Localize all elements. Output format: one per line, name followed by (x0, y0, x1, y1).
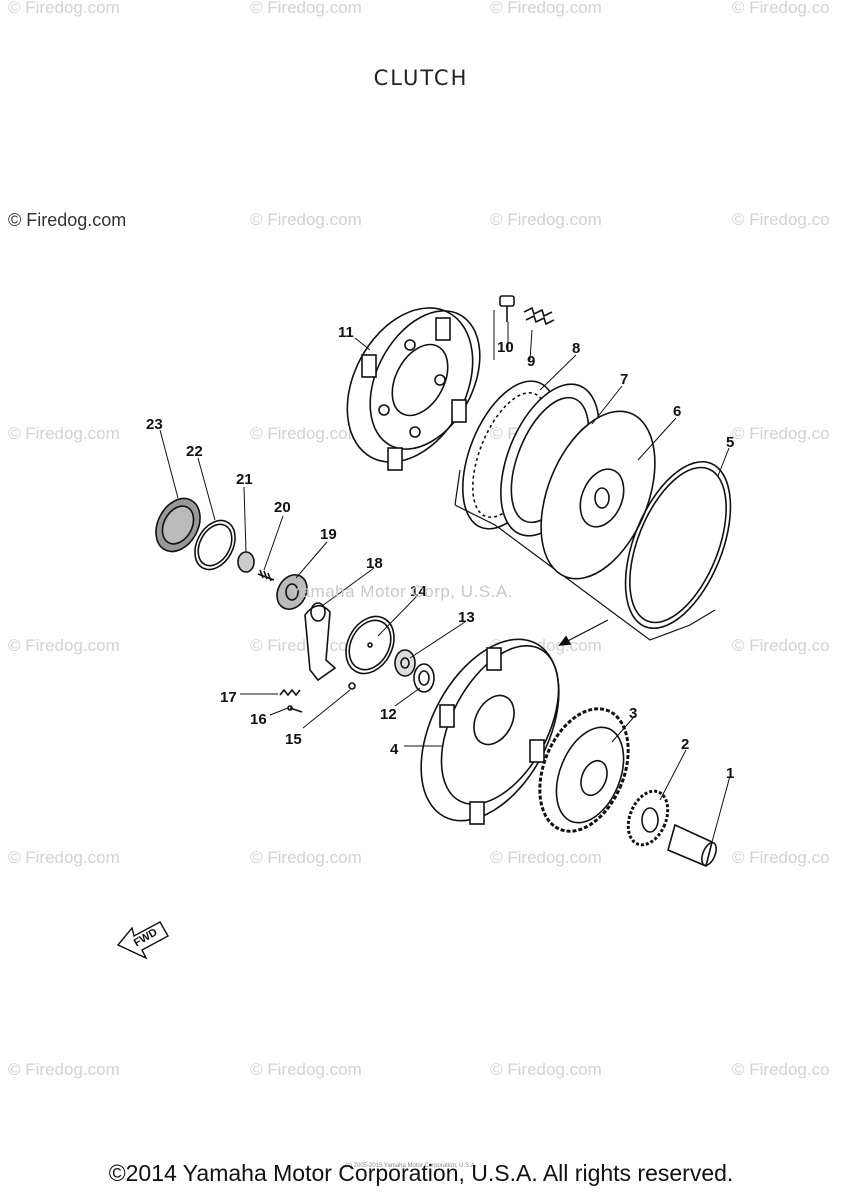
fwd-arrow-icon (116, 921, 169, 960)
watermark: © Firedog.com (250, 0, 362, 17)
label-22: 22 (186, 443, 203, 460)
watermark: © Firedog.com (490, 848, 602, 867)
label-18: 18 (366, 555, 383, 572)
label-3: 3 (629, 705, 637, 722)
footer-small-print: (c) 2005-2015 Yamaha Motor Corporation, … (345, 1163, 477, 1169)
watermark: © Firedog.com (490, 210, 602, 229)
label-1: 1 (726, 765, 734, 782)
part-21-nut (237, 551, 255, 573)
label-5: 5 (726, 434, 734, 451)
label-23: 23 (146, 416, 163, 433)
part-number-labels: 1 2 3 4 5 6 7 8 9 10 11 12 13 14 15 16 1… (132, 324, 735, 949)
copyright-footer: ©2014 Yamaha Motor Corporation, U.S.A. A… (108, 1160, 734, 1186)
part-13-nut (394, 649, 416, 677)
part-2-gear (626, 789, 670, 847)
watermark: © Firedog.com (8, 848, 120, 867)
watermark: © Firedog.co (732, 1060, 830, 1079)
watermark: © Firedog.com (8, 1060, 120, 1079)
label-7: 7 (620, 371, 628, 388)
part-11-pressure-plate (346, 307, 481, 471)
watermark: © Firedog.co (732, 210, 830, 229)
label-6: 6 (673, 403, 681, 420)
label-19: 19 (320, 526, 337, 543)
watermark: © Firedog.com (250, 848, 362, 867)
watermark: © Firedog.co (732, 848, 830, 867)
watermark: © Firedog.co (732, 424, 830, 443)
label-15: 15 (285, 731, 302, 748)
watermark: © Firedog.com (8, 0, 120, 17)
part-19-bushing (276, 574, 308, 610)
part-9-spring (523, 306, 555, 326)
label-2: 2 (681, 736, 689, 753)
part-23-cap (155, 497, 201, 553)
part-18-push-lever (304, 602, 337, 682)
part-15-ball (348, 682, 356, 690)
label-14: 14 (410, 583, 427, 600)
page-title: CLUTCH (373, 66, 469, 90)
overlay-watermark: Yamaha Motor Corp, U.S.A. (290, 582, 513, 601)
watermark: © Firedog.com (8, 424, 120, 443)
label-21: 21 (236, 471, 253, 488)
label-12: 12 (380, 706, 397, 723)
watermark: © Firedog.com (490, 1060, 602, 1079)
label-20: 20 (274, 499, 291, 516)
watermark: © Firedog.com (490, 0, 602, 17)
watermark: © Firedog.com (250, 636, 362, 655)
part-10-bolt (499, 295, 515, 322)
watermark-dark: © Firedog.com (8, 210, 127, 230)
watermark: © Firedog.com (250, 1060, 362, 1079)
leader-lines (159, 322, 731, 843)
label-13: 13 (458, 609, 475, 626)
watermark: © Firedog.co (732, 0, 830, 17)
part-20-screw (257, 569, 275, 582)
watermark: © Firedog.com (250, 424, 362, 443)
label-16: 16 (250, 711, 267, 728)
label-4: 4 (390, 741, 399, 758)
label-11: 11 (338, 324, 354, 341)
watermark: © Firedog.com (250, 210, 362, 229)
part-6-plate (540, 410, 656, 580)
assembly-bracket (454, 504, 716, 641)
part-12-washer (413, 663, 435, 693)
part-3-gear (538, 707, 630, 833)
part-22-o-ring (194, 519, 236, 571)
part-5-circlip (624, 460, 732, 630)
label-8: 8 (572, 340, 580, 357)
part-16-pin (287, 705, 303, 713)
label-17: 17 (220, 689, 237, 706)
label-9: 9 (527, 353, 535, 370)
watermark: © Firedog.com (8, 636, 120, 655)
part-4-clutch-housing (420, 638, 560, 825)
label-10: 10 (497, 339, 514, 356)
part-17-spring (279, 688, 301, 697)
watermark: © Firedog.co (732, 636, 830, 655)
part-1-collar (667, 823, 717, 868)
part-14-plate (345, 615, 395, 675)
